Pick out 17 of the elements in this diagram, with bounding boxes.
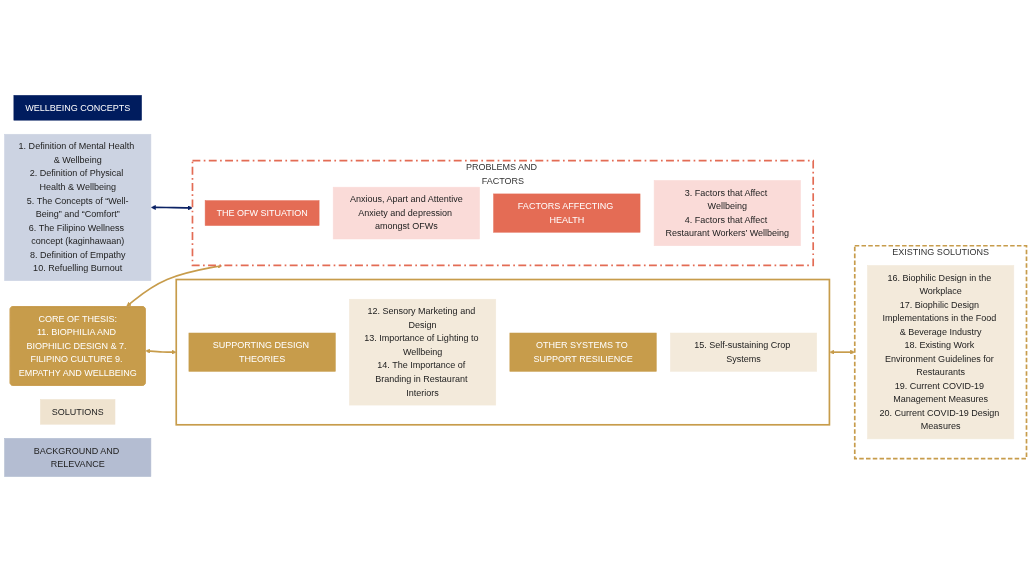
arrow <box>145 348 177 355</box>
node-box: OTHER SYSTEMS TO SUPPORT RESILIENCE <box>509 332 657 372</box>
arrow <box>150 204 193 211</box>
node-box: FACTORS AFFECTING HEALTH <box>493 193 641 233</box>
node-box: Anxious, Apart and Attentive Anxiety and depression amongst OFWs <box>332 186 480 240</box>
node-box: WELLBEING CONCEPTS <box>13 95 142 121</box>
node-box: 15. Self-sustaining Crop Systems <box>670 332 818 372</box>
node-box: BACKGROUND AND RELEVANCE <box>4 438 152 477</box>
node-box: 1. Definition of Mental Health & Wellbeing 2. Definition of Physical Health & Wellbeing 5. The Concepts of “Well-Being” and “Comfort” 6. The Filipino Wellness concept (kaginhawaan) 8. Definition of Empathy 10. Refuelling Burnout <box>4 133 152 281</box>
node-box: 16. Biophilic Design in the Workplace 17. Biophilic Design Implementations in the Food & Beverage Industry 18. Existing Work Environment Guidelines for Restaurants 19. Current COVID-19 Management Measures 20. Current COVID-19 Design Measures <box>867 265 1015 440</box>
node-box: SUPPORTING DESIGN THEORIES <box>188 332 336 372</box>
node-box: 12. Sensory Marketing and Design 13. Importance of Lighting to Wellbeing 14. The Importance of Branding in Restaurant Interiors <box>349 298 497 406</box>
node-box: THE OFW SITUATION <box>204 200 320 226</box>
arrow <box>829 349 855 355</box>
node-box: SOLUTIONS <box>40 399 116 425</box>
cluster <box>175 278 831 426</box>
node-box: 3. Factors that Affect Wellbeing 4. Factors that Affect Restaurant Workers’ Wellbeing <box>653 180 801 246</box>
